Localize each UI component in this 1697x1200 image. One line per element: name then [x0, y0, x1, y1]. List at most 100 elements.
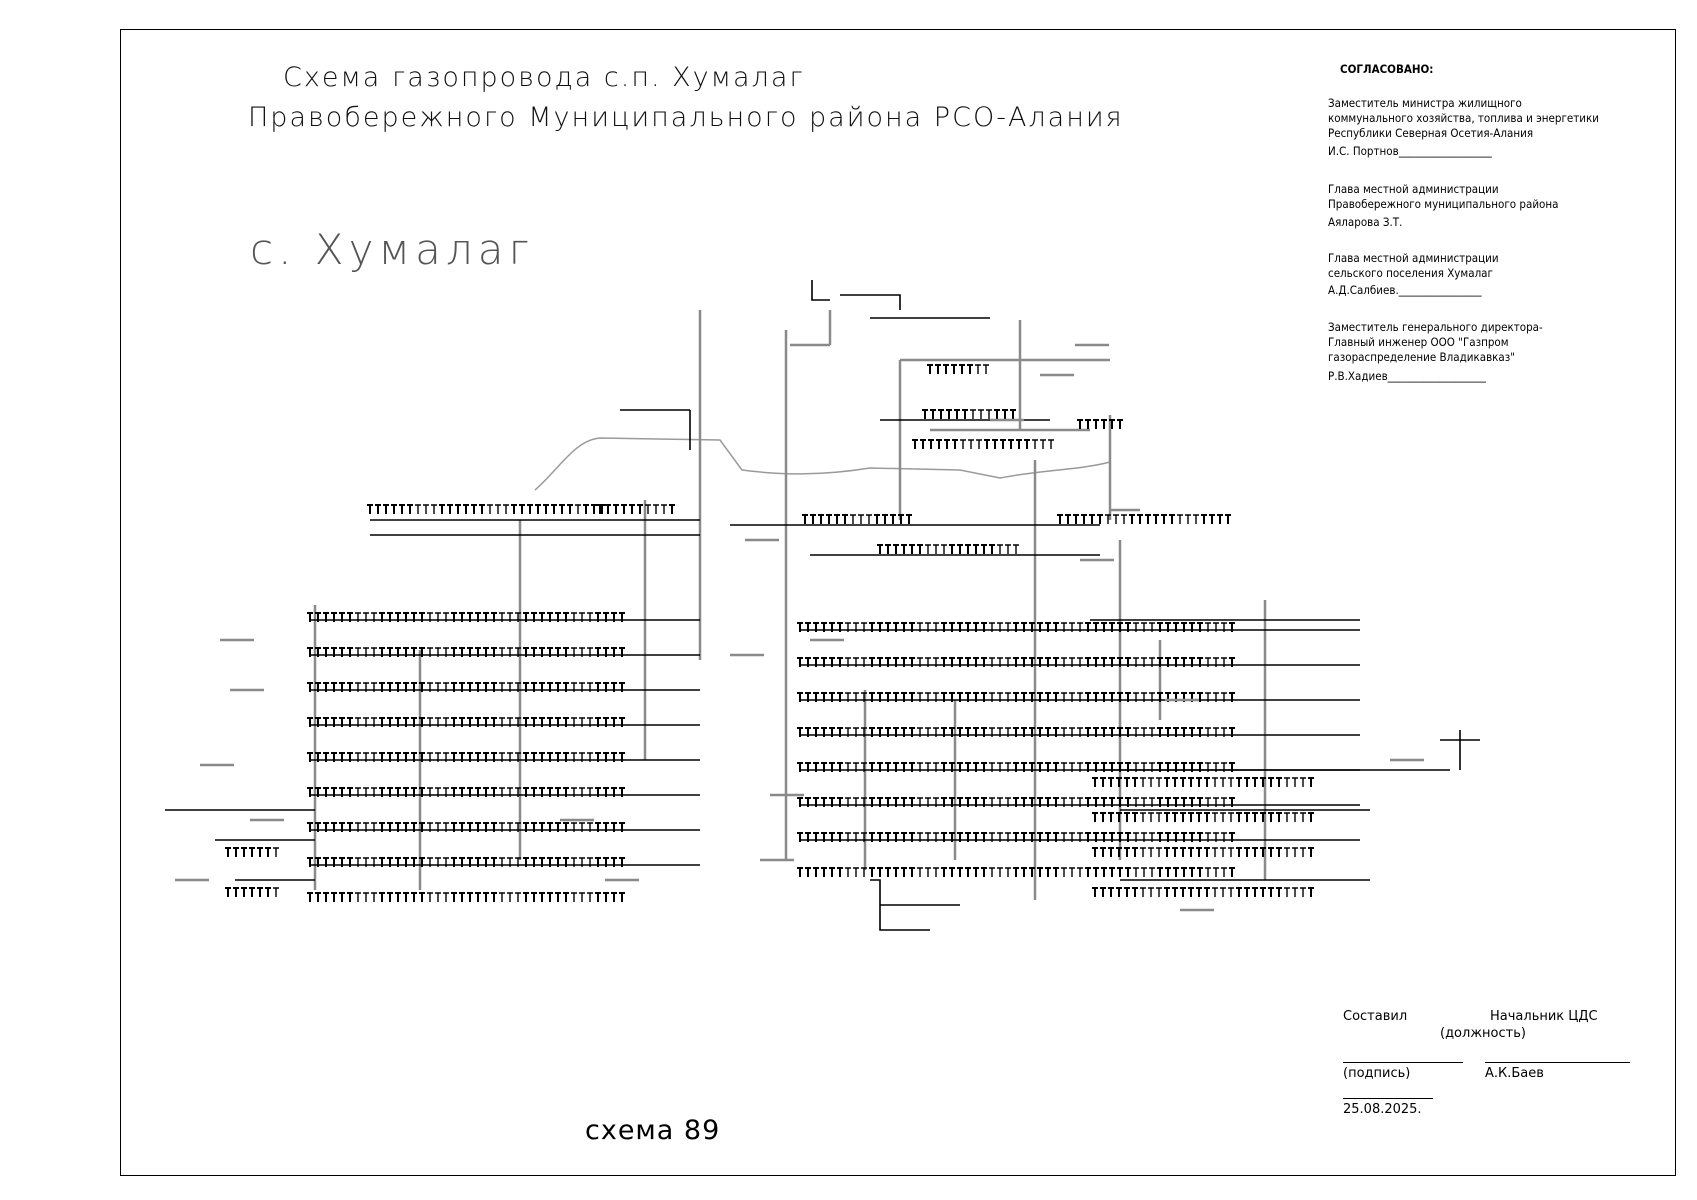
service-tap: [1113, 514, 1119, 524]
service-tap: [1116, 812, 1122, 822]
service-tap: [563, 647, 569, 657]
service-tap: [1141, 867, 1147, 877]
service-tap: [853, 727, 859, 737]
service-tap: [1013, 797, 1019, 807]
service-tap: [483, 717, 489, 727]
service-tap: [1181, 727, 1187, 737]
approval-block-4: Заместитель генерального директора- Глав…: [1328, 320, 1543, 384]
service-tap: [331, 682, 337, 692]
service-tap: [1181, 867, 1187, 877]
service-tap: [1053, 727, 1059, 737]
service-tap: [507, 647, 513, 657]
service-tap: [363, 752, 369, 762]
service-tap: [1108, 812, 1114, 822]
service-tap: [1284, 847, 1290, 857]
service-tap: [1221, 622, 1227, 632]
service-tap: [491, 822, 497, 832]
service-tap: [1037, 762, 1043, 772]
service-tap: [595, 647, 601, 657]
service-tap: [935, 364, 941, 374]
service-tap: [547, 822, 553, 832]
service-tap: [869, 727, 875, 737]
service-tap: [1117, 692, 1123, 702]
service-tap: [443, 752, 449, 762]
service-tap: [1085, 727, 1091, 737]
drawing-frame: [120, 29, 1676, 1176]
service-tap: [893, 692, 899, 702]
service-tap: [917, 622, 923, 632]
service-tap: [933, 762, 939, 772]
service-tap: [1061, 727, 1067, 737]
service-tap: [834, 514, 840, 524]
service-tap: [233, 847, 239, 857]
service-tap: [547, 682, 553, 692]
service-tap: [387, 717, 393, 727]
service-tap: [973, 762, 979, 772]
service-tap: [1069, 762, 1075, 772]
service-tap: [499, 822, 505, 832]
service-tap: [1021, 762, 1027, 772]
service-tap: [1069, 657, 1075, 667]
service-tap: [1117, 797, 1123, 807]
service-tap: [587, 892, 593, 902]
service-tap: [603, 612, 609, 622]
service-tap: [1308, 847, 1314, 857]
service-tap: [1024, 439, 1030, 449]
service-tap: [459, 717, 465, 727]
service-tap: [619, 822, 625, 832]
service-tap: [613, 504, 619, 514]
service-tap: [451, 822, 457, 832]
service-tap: [837, 657, 843, 667]
service-tap: [619, 682, 625, 692]
service-tap: [1133, 692, 1139, 702]
service-tap: [315, 752, 321, 762]
service-tap: [821, 622, 827, 632]
service-tap: [986, 409, 992, 419]
service-tap: [539, 857, 545, 867]
service-tap: [1164, 812, 1170, 822]
service-tap: [555, 787, 561, 797]
service-tap: [427, 787, 433, 797]
service-tap: [363, 892, 369, 902]
service-tap: [933, 622, 939, 632]
service-tap: [603, 682, 609, 692]
service-tap: [957, 657, 963, 667]
service-tap: [249, 847, 255, 857]
service-tap: [355, 822, 361, 832]
service-tap: [821, 692, 827, 702]
service-tap: [1165, 657, 1171, 667]
service-tap: [1085, 867, 1091, 877]
service-tap: [371, 647, 377, 657]
service-tap: [1236, 887, 1242, 897]
service-tap: [225, 847, 231, 857]
service-tap: [858, 514, 864, 524]
service-tap: [805, 797, 811, 807]
service-tap: [869, 867, 875, 877]
service-tap: [1124, 847, 1130, 857]
service-tap: [1008, 439, 1014, 449]
service-tap: [339, 787, 345, 797]
service-tap: [925, 692, 931, 702]
service-tap: [1252, 847, 1258, 857]
service-tap: [507, 822, 513, 832]
service-tap: [419, 787, 425, 797]
service-tap: [507, 857, 513, 867]
service-tap: [965, 657, 971, 667]
service-tap: [973, 657, 979, 667]
service-tap: [331, 892, 337, 902]
service-tap: [1213, 797, 1219, 807]
service-tap: [595, 717, 601, 727]
service-tap: [1021, 622, 1027, 632]
service-tap: [1092, 887, 1098, 897]
service-tap: [1053, 867, 1059, 877]
service-tap: [1181, 797, 1187, 807]
service-tap: [1133, 762, 1139, 772]
service-tap: [605, 504, 611, 514]
service-tap: [1081, 514, 1087, 524]
service-tap: [1177, 514, 1183, 524]
service-tap: [579, 787, 585, 797]
service-tap: [1173, 727, 1179, 737]
service-tap: [957, 622, 963, 632]
service-tap: [463, 504, 469, 514]
service-tap: [571, 682, 577, 692]
